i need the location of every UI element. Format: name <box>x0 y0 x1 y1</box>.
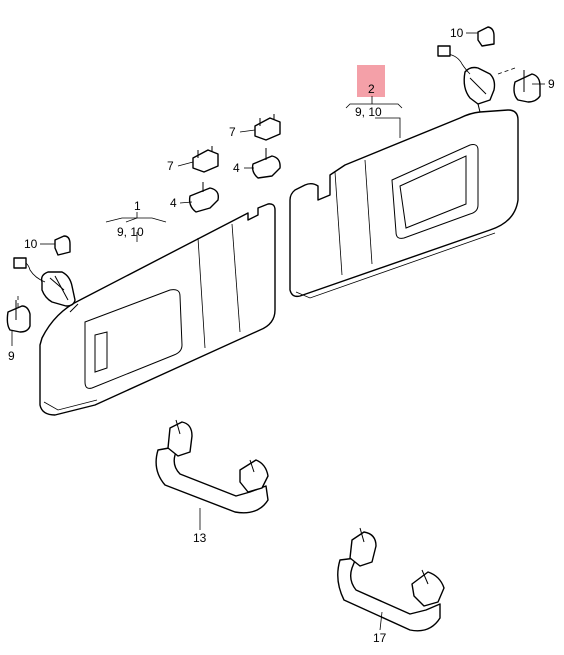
retainer-part-7-b <box>254 114 281 141</box>
callout-9-left: 9 <box>8 349 15 363</box>
callout-10-right: 10 <box>450 26 464 40</box>
callout-13: 13 <box>193 531 207 545</box>
right-holder-part-9 <box>497 67 541 103</box>
callout-2-sub: 9, 10 <box>355 105 382 119</box>
callout-2: 2 <box>368 82 375 96</box>
part-2-highlight <box>357 65 385 97</box>
grab-handle-13 <box>155 419 269 514</box>
grab-handle-17 <box>337 527 445 632</box>
clip-part-4-a <box>188 182 220 213</box>
callout-9-right: 9 <box>548 77 555 91</box>
left-visor-hinge <box>13 257 76 307</box>
left-sun-visor <box>39 203 276 416</box>
right-visor-hinge <box>437 45 496 113</box>
callout-7-a: 7 <box>167 159 174 173</box>
clip-part-4-b <box>251 148 281 179</box>
callout-10-left: 10 <box>24 237 38 251</box>
left-holder-part-9 <box>6 296 31 333</box>
callout-7-b: 7 <box>229 125 236 139</box>
callout-4-a: 4 <box>170 196 177 210</box>
callout-labels: 1 9, 10 2 9, 10 10 9 10 9 7 4 7 4 13 17 <box>8 26 555 645</box>
right-sun-visor <box>289 109 519 299</box>
callout-17: 17 <box>373 631 387 645</box>
callout-1: 1 <box>134 199 141 213</box>
left-clip-part-10 <box>54 235 71 256</box>
callout-1-sub: 9, 10 <box>117 225 144 239</box>
callout-4-b: 4 <box>233 161 240 175</box>
retainer-part-7-a <box>192 146 219 173</box>
callout-leaders <box>11 32 545 631</box>
right-clip-part-10 <box>477 26 495 47</box>
